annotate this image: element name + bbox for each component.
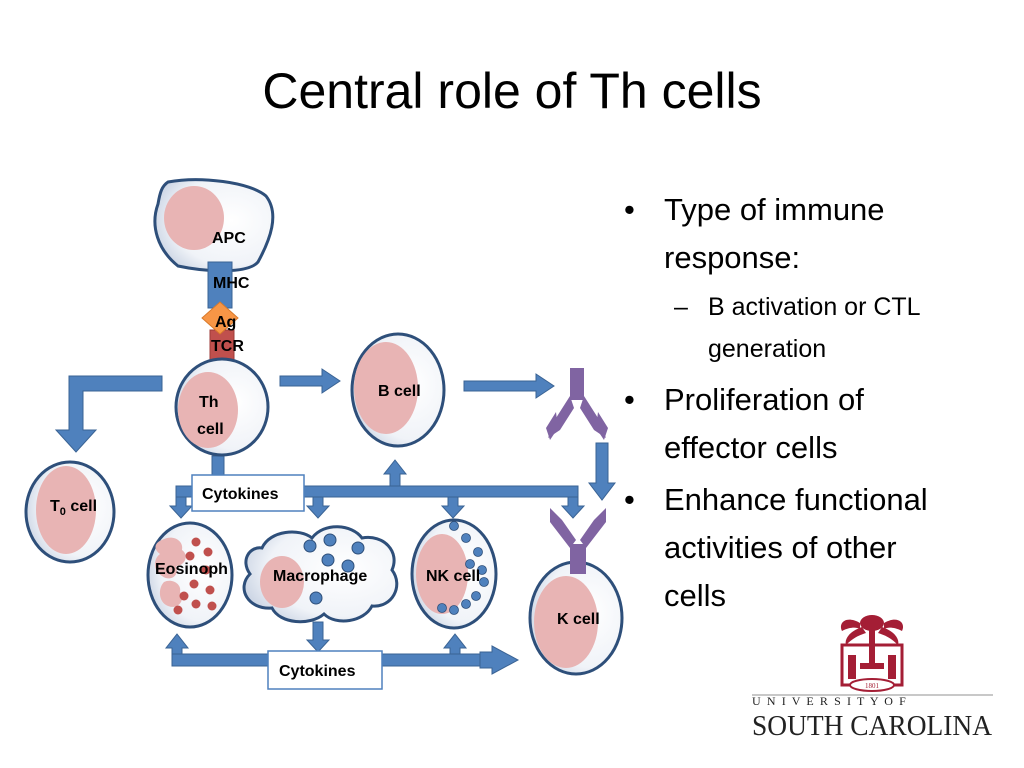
k-cell: K cell <box>528 560 624 676</box>
t0-label-main: T <box>50 498 60 515</box>
arrow-th-to-t0 <box>54 375 163 453</box>
slide-title: Central role of Th cells <box>262 63 762 119</box>
eosinophil-nucleus-lobe1 <box>155 537 186 579</box>
eosinophil-nucleus-lobe2 <box>159 580 183 607</box>
t0-label-sub: 0 <box>60 506 66 518</box>
macrophage-label: Macrophage <box>273 568 367 585</box>
macrophage-cell: Macrophage <box>242 525 399 624</box>
macrophage-nucleus <box>260 556 304 608</box>
kcell-label: K cell <box>557 611 600 628</box>
bullet-item: •Proliferation of effector cells <box>624 382 864 465</box>
mhc-label: MHC <box>213 275 250 292</box>
logo-main-text: SOUTH CAROLINA <box>752 710 992 742</box>
arrow-up-bcell <box>382 459 408 487</box>
arrow-bottom-right <box>479 645 520 675</box>
th-cell: Th cell <box>174 357 270 457</box>
t0-label-rest: cell <box>66 498 97 515</box>
nkcell-label: NK cell <box>426 568 480 585</box>
antibody-bound <box>550 508 606 574</box>
cytokines-top-box <box>191 474 305 512</box>
apc-label: APC <box>212 230 246 247</box>
macrophage-vesicles <box>303 533 365 605</box>
arrow-down-nkcell <box>440 496 466 519</box>
b-cell: B cell <box>350 332 446 448</box>
eosinophil-granules <box>173 537 217 615</box>
t0-nucleus <box>36 466 96 554</box>
arrow-down-kcell <box>560 496 586 519</box>
bullet-item: •Enhance functional activities of other … <box>624 482 928 613</box>
ag-label: Ag <box>215 314 236 331</box>
university-logo: 1801 U N I V E R S I T Y O F SOUTH CAROL… <box>752 615 993 742</box>
cytokines-top-label: Cytokines <box>202 486 279 503</box>
nk-nucleus <box>416 534 468 614</box>
antibody-free <box>546 368 608 440</box>
mhc-bar <box>207 261 233 309</box>
cytokines-bottom-label: Cytokines <box>279 663 356 680</box>
tcr-label: TCR <box>211 338 244 355</box>
seal-icon: 1801 <box>840 615 904 692</box>
apc-nucleus <box>164 186 224 250</box>
t0-cell: T0 cell <box>24 460 116 564</box>
cytokines-bottom-box <box>267 650 383 690</box>
antigen-diamond <box>201 301 239 335</box>
cytokine-bar-top <box>175 485 579 498</box>
b-nucleus <box>354 342 418 434</box>
arrow-bcell-to-antibody <box>463 373 555 399</box>
sub-bullet-item: –B activation or CTL generation <box>674 293 920 363</box>
arrow-th-to-bcell <box>279 368 341 394</box>
bcell-label: B cell <box>378 383 421 400</box>
nk-granules <box>437 521 489 615</box>
sub-bullet-text: B activation or CTL generation <box>708 293 920 363</box>
th-label-line2: cell <box>197 421 224 438</box>
arrow-down-eosinophil <box>168 496 194 519</box>
bullet-text: Proliferation of effector cells <box>664 382 864 465</box>
th-nucleus <box>178 372 238 448</box>
bullet-text: Type of immune response: <box>664 192 885 275</box>
apc-cell: APC <box>153 178 275 273</box>
arrow-antibody-to-kcell <box>587 442 617 501</box>
eosinophil-cell: Eosinoph <box>146 521 234 629</box>
eosinophil-label: Eosinoph <box>155 561 228 578</box>
th-label-line1: Th <box>199 394 219 411</box>
arrow-up-eosinophil <box>164 633 190 655</box>
seal-year: 1801 <box>865 682 880 690</box>
bullet-list: •Type of immune response: –B activation … <box>622 186 962 624</box>
arrow-macrophage-down <box>305 621 331 653</box>
arrow-down-macrophage <box>305 496 331 519</box>
nk-cell: NK cell <box>410 518 498 630</box>
arrow-up-nkcell <box>442 633 468 655</box>
logo-top-text: U N I V E R S I T Y O F <box>752 694 907 708</box>
bullet-item: •Type of immune response: <box>624 192 885 275</box>
k-nucleus <box>534 576 598 668</box>
bullet-text: Enhance functional activities of other c… <box>664 482 928 613</box>
svg-text:T0 cell: T0 cell <box>50 498 97 518</box>
